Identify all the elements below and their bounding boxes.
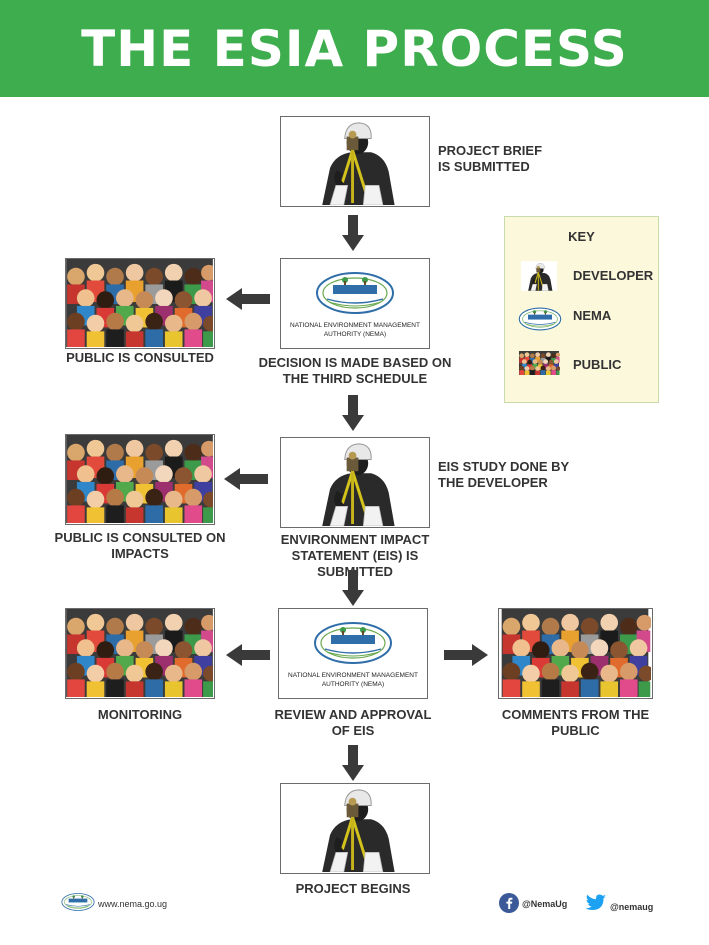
project-begins-label: PROJECT BEGINS	[295, 881, 411, 896]
public-image-1	[65, 258, 215, 349]
developer-icon	[521, 261, 557, 291]
facebook-icon[interactable]	[498, 892, 520, 914]
public-crowd-icon	[66, 435, 213, 523]
arrow-down-2	[342, 395, 364, 431]
arrow-left-1	[226, 288, 270, 310]
public-image-4	[498, 608, 653, 699]
arrow-left-3	[226, 644, 270, 666]
developer-icon	[281, 438, 428, 526]
public-image-3	[65, 608, 215, 699]
page-title: THE ESIA PROCESS	[81, 19, 628, 78]
developer-icon	[281, 117, 428, 205]
comments-label: COMMENTS FROM THE PUBLIC	[501, 707, 650, 738]
monitoring-label: MONITORING	[97, 707, 183, 722]
eis-study-label: EIS STUDY DONE BY THE DEVELOPER	[438, 459, 569, 490]
public-crowd-icon	[518, 351, 560, 375]
title-banner: THE ESIA PROCESS	[0, 0, 709, 97]
key-public-label: PUBLIC	[573, 357, 622, 372]
developer-image-3	[280, 783, 430, 874]
developer-icon	[281, 784, 428, 872]
public-crowd-icon	[66, 259, 213, 347]
nema-caption: NATIONAL ENVIRONMENT MANAGEMENT AUTHORIT…	[290, 322, 420, 338]
arrow-down-3	[342, 570, 364, 606]
public-impacts-label: PUBLIC IS CONSULTED ON IMPACTS	[54, 530, 226, 561]
nema-logo	[518, 307, 562, 331]
nema-logo	[315, 271, 395, 315]
key-developer-label: DEVELOPER	[573, 268, 654, 283]
decision-label: DECISION IS MADE BASED ON THE THIRD SCHE…	[258, 355, 452, 386]
nema-box-decision: NATIONAL ENVIRONMENT MANAGEMENT AUTHORIT…	[280, 258, 430, 349]
twitter-icon[interactable]	[582, 892, 608, 914]
footer-website-link[interactable]: www.nema.go.ug	[98, 899, 168, 909]
developer-image-2	[280, 437, 430, 528]
key-panel: KEY DEVELOPER NEMA PUBLIC	[504, 216, 659, 403]
public-image-2	[65, 434, 215, 525]
key-title: KEY	[568, 229, 595, 244]
project-brief-label: PROJECT BRIEF IS SUBMITTED	[438, 143, 543, 174]
nema-logo	[313, 621, 393, 665]
arrow-down-1	[342, 215, 364, 251]
facebook-handle[interactable]: @NemaUg	[522, 899, 568, 909]
developer-image-1	[280, 116, 430, 207]
arrow-right-1	[444, 644, 488, 666]
public-crowd-icon	[499, 609, 651, 697]
nema-footer-logo	[61, 892, 95, 912]
arrow-down-4	[342, 745, 364, 781]
nema-box-review: NATIONAL ENVIRONMENT MANAGEMENT AUTHORIT…	[278, 608, 428, 699]
arrow-left-2	[224, 468, 268, 490]
public-consulted-label: PUBLIC IS CONSULTED	[66, 350, 214, 365]
key-nema-label: NEMA	[573, 308, 612, 323]
nema-caption: NATIONAL ENVIRONMENT MANAGEMENT AUTHORIT…	[288, 672, 418, 688]
public-crowd-icon	[66, 609, 213, 697]
review-label: REVIEW AND APPROVAL OF EIS	[274, 707, 432, 738]
twitter-handle[interactable]: @nemaug	[610, 902, 654, 912]
eis-submitted-label: ENVIRONMENT IMPACT STATEMENT (EIS) IS SU…	[280, 532, 430, 579]
